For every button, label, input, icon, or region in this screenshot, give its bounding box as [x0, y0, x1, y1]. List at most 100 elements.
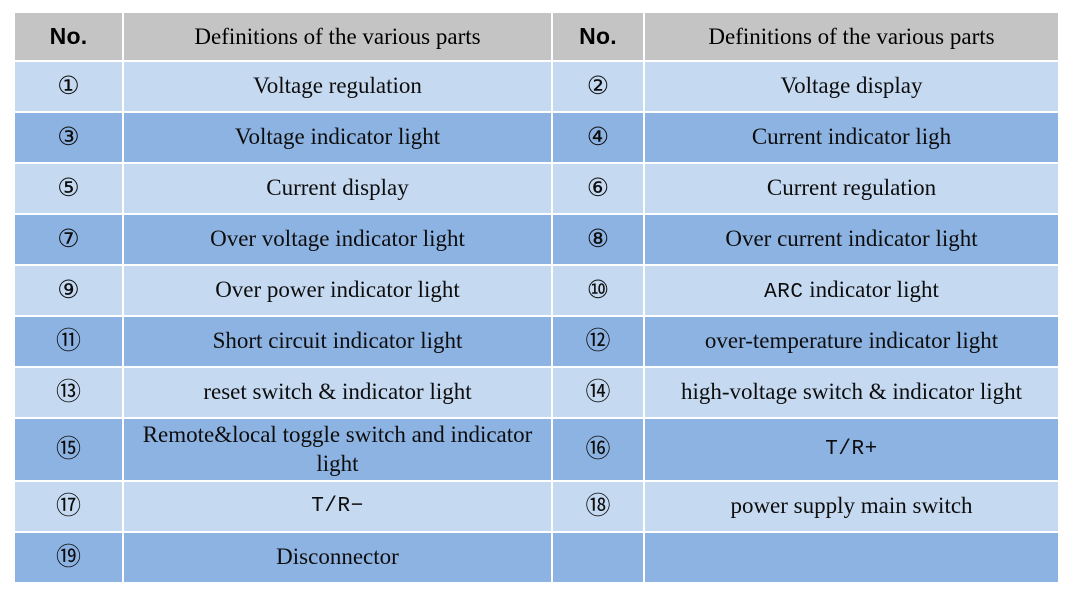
table-row: ① Voltage regulation ② Voltage display: [15, 62, 1058, 111]
part-definition: T/R−: [311, 494, 364, 518]
part-definition: Over voltage indicator light: [210, 226, 465, 252]
part-definition: reset switch & indicator light: [203, 379, 472, 405]
part-definition: Voltage indicator light: [234, 124, 441, 150]
column-header-no-right: No.: [553, 13, 643, 60]
cell-definition-right: T/R+: [645, 419, 1058, 480]
cell-no-left: ⑰: [15, 482, 122, 531]
part-number: ⑯: [585, 435, 611, 463]
cell-no-right: ⑯: [553, 419, 643, 480]
part-definition: Remote&local toggle switch and indicator…: [142, 422, 533, 476]
column-header-no-left-label: No.: [49, 23, 88, 49]
part-definition: high-voltage switch & indicator light: [680, 379, 1023, 405]
table-row: ⑬ reset switch & indicator light ⑭ high-…: [15, 368, 1058, 417]
cell-no-left: ⑪: [15, 317, 122, 366]
part-number: ⑨: [57, 276, 80, 304]
table-row: ⑮ Remote&local toggle switch and indicat…: [15, 419, 1058, 480]
cell-definition-left: Current display: [124, 164, 551, 213]
cell-no-right: ⑥: [553, 164, 643, 213]
cell-definition-right: power supply main switch: [645, 482, 1058, 531]
part-number: ⑲: [55, 543, 81, 571]
column-header-no-right-label: No.: [579, 23, 617, 49]
cell-no-left: ⑦: [15, 215, 122, 264]
part-definition: Disconnector: [276, 544, 399, 570]
part-number: ⑰: [55, 492, 81, 520]
cell-no-right-empty: [553, 533, 643, 582]
table-row: ③ Voltage indicator light ④ Current indi…: [15, 113, 1058, 162]
part-definition: Short circuit indicator light: [212, 328, 463, 354]
cell-definition-left: Voltage indicator light: [124, 113, 551, 162]
part-definition: Voltage display: [780, 73, 923, 99]
parts-definition-table-container: No. Definitions of the various parts No.…: [13, 11, 1060, 585]
table-row: ⑦ Over voltage indicator light ⑧ Over cu…: [15, 215, 1058, 264]
table-row: ⑤ Current display ⑥ Current regulation: [15, 164, 1058, 213]
cell-definition-right: Over current indicator light: [645, 215, 1058, 264]
part-number: ⑫: [585, 327, 611, 355]
cell-no-right: ④: [553, 113, 643, 162]
cell-no-right: ⑫: [553, 317, 643, 366]
column-header-definitions-right-label: Definitions of the various parts: [708, 24, 995, 49]
column-header-definitions-left: Definitions of the various parts: [124, 13, 551, 60]
part-definition: Over power indicator light: [215, 277, 460, 303]
cell-no-left: ⑮: [15, 419, 122, 480]
cell-no-right: ②: [553, 62, 643, 111]
cell-definition-left: Over power indicator light: [124, 266, 551, 315]
part-definition: T/R+: [825, 437, 878, 461]
part-definition: Over current indicator light: [725, 226, 978, 252]
cell-no-left: ⑬: [15, 368, 122, 417]
column-header-no-left: No.: [15, 13, 122, 60]
cell-no-left: ⑤: [15, 164, 122, 213]
cell-definition-right: Current indicator ligh: [645, 113, 1058, 162]
part-number: ⑭: [585, 378, 611, 406]
part-definition: Current display: [266, 175, 409, 201]
cell-definition-left: Remote&local toggle switch and indicator…: [124, 419, 551, 480]
cell-definition-right: Current regulation: [645, 164, 1058, 213]
cell-definition-right: ARC indicator light: [645, 266, 1058, 315]
part-number: ⑦: [57, 225, 80, 253]
cell-no-left: ③: [15, 113, 122, 162]
part-definition: over-temperature indicator light: [704, 328, 999, 354]
part-number: ⑮: [55, 435, 81, 463]
table-row: ⑪ Short circuit indicator light ⑫ over-t…: [15, 317, 1058, 366]
cell-no-left: ⑨: [15, 266, 122, 315]
table-row: ⑲ Disconnector: [15, 533, 1058, 582]
part-definition: ARC indicator light: [645, 276, 1058, 306]
cell-definition-left: Over voltage indicator light: [124, 215, 551, 264]
cell-no-left: ①: [15, 62, 122, 111]
cell-no-right: ⑧: [553, 215, 643, 264]
table-header: No. Definitions of the various parts No.…: [15, 13, 1058, 60]
part-number: ⑤: [57, 174, 80, 202]
cell-definition-left: Voltage regulation: [124, 62, 551, 111]
cell-no-left: ⑲: [15, 533, 122, 582]
cell-definition-left: reset switch & indicator light: [124, 368, 551, 417]
part-number: ⑬: [55, 378, 81, 406]
part-definition: Voltage regulation: [253, 73, 422, 99]
part-definition-rest: indicator light: [803, 276, 939, 302]
cell-definition-left: T/R−: [124, 482, 551, 531]
part-number: ③: [57, 123, 80, 151]
table-row: ⑰ T/R− ⑱ power supply main switch: [15, 482, 1058, 531]
part-definition: Current indicator ligh: [751, 124, 952, 150]
part-number: ⑩: [586, 276, 610, 304]
part-number: ⑧: [586, 225, 610, 253]
parts-definition-table: No. Definitions of the various parts No.…: [13, 11, 1060, 584]
cell-definition-right: Voltage display: [645, 62, 1058, 111]
cell-no-right: ⑭: [553, 368, 643, 417]
part-number: ⑪: [55, 327, 81, 355]
part-number: ⑱: [585, 492, 611, 520]
part-number: ④: [586, 123, 610, 151]
table-body: ① Voltage regulation ② Voltage display ③…: [15, 62, 1058, 582]
cell-no-right: ⑩: [553, 266, 643, 315]
table-row: ⑨ Over power indicator light ⑩ ARC indic…: [15, 266, 1058, 315]
part-number: ⑥: [586, 174, 610, 202]
cell-definition-right: high-voltage switch & indicator light: [645, 368, 1058, 417]
column-header-definitions-left-label: Definitions of the various parts: [194, 24, 481, 49]
column-header-definitions-right: Definitions of the various parts: [645, 13, 1058, 60]
part-definition: power supply main switch: [730, 493, 973, 519]
cell-definition-left: Short circuit indicator light: [124, 317, 551, 366]
part-definition: Current regulation: [766, 175, 937, 201]
cell-definition-left: Disconnector: [124, 533, 551, 582]
cell-definition-right: over-temperature indicator light: [645, 317, 1058, 366]
part-definition-lead: ARC: [764, 280, 804, 304]
table-header-row: No. Definitions of the various parts No.…: [15, 13, 1058, 60]
cell-definition-right-empty: [645, 533, 1058, 582]
